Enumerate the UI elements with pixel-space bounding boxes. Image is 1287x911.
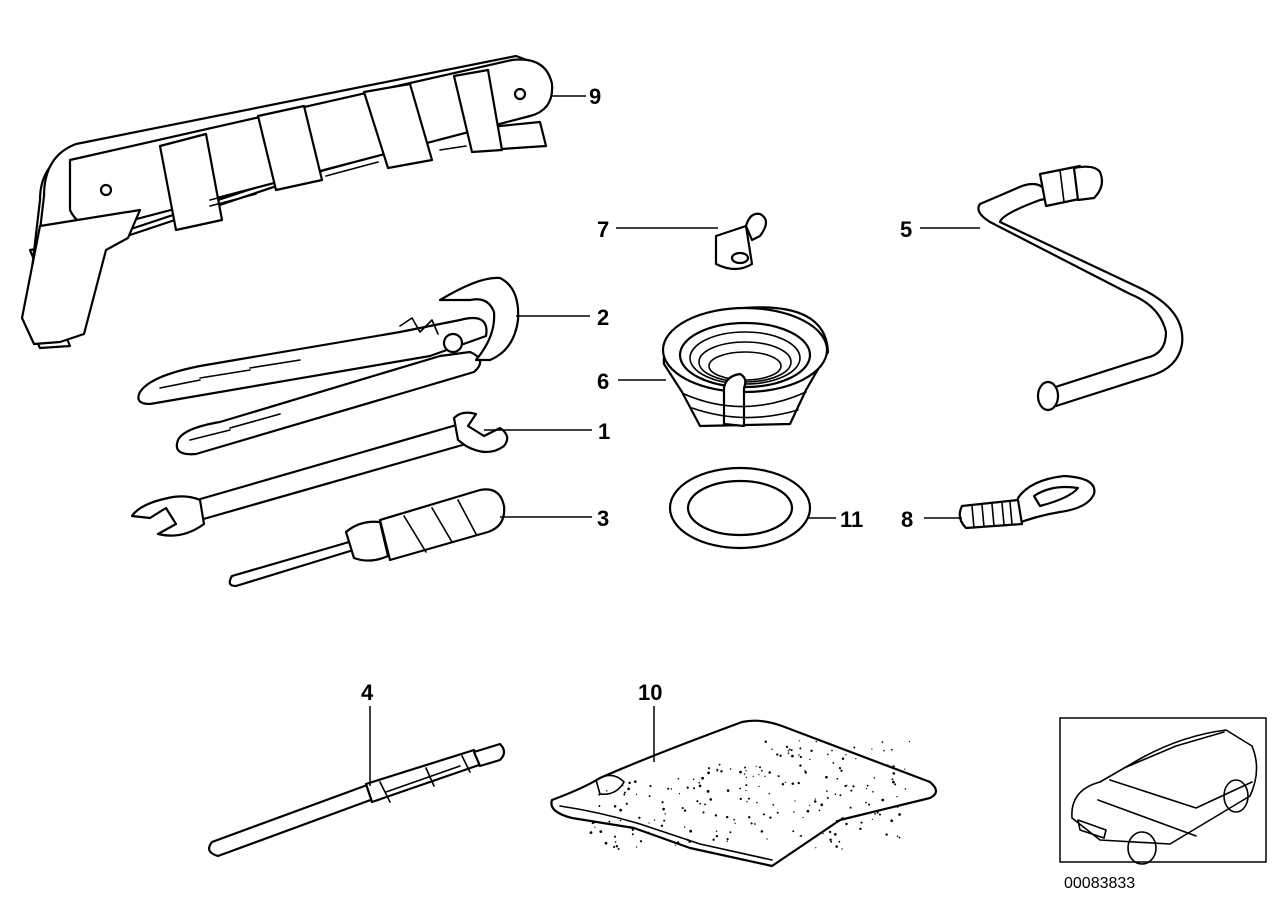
- pliers-drawing: [137, 276, 520, 456]
- part-label-10: 10: [638, 680, 662, 705]
- part-label-1: 1: [598, 419, 610, 444]
- towing-eye-drawing: [958, 474, 1096, 530]
- part-label-3: 3: [597, 506, 609, 531]
- part-label-8: 8: [901, 507, 913, 532]
- part-label-9: 9: [589, 84, 601, 109]
- part-label-11: 11: [840, 507, 863, 532]
- cloth-drawing: [550, 719, 938, 868]
- vehicle-thumbnail: [1059, 717, 1267, 865]
- wing-nut-drawing: [714, 212, 768, 271]
- part-label-6: 6: [597, 369, 609, 394]
- bolt-tool-drawing: [208, 742, 506, 858]
- wrench-drawing: [130, 411, 509, 537]
- part-label-5: 5: [900, 217, 912, 242]
- ring-washer-drawing: [668, 466, 812, 550]
- screwdriver-drawing: [228, 488, 506, 588]
- part-label-4: 4: [361, 680, 374, 705]
- reference-number: 00083833: [1064, 875, 1135, 892]
- holder-cup-drawing: [661, 306, 830, 428]
- part-label-7: 7: [597, 217, 609, 242]
- part-label-2: 2: [597, 305, 609, 330]
- warning-triangle-drawing: [20, 54, 554, 350]
- wheel-brace-drawing: [977, 164, 1184, 412]
